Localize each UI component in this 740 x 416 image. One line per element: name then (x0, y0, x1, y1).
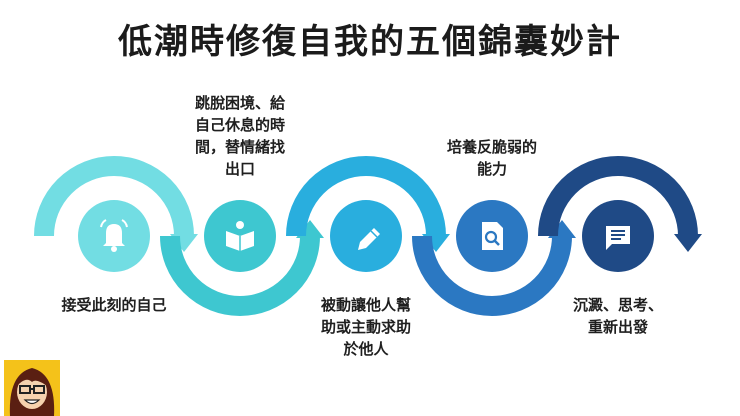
step-4-label: 培養反脆弱的 能力 (446, 138, 537, 178)
avatar-logo (4, 360, 60, 416)
step-1-label: 接受此刻的自己 (61, 296, 167, 314)
pencil-icon (358, 228, 380, 250)
step-4-arc (412, 235, 572, 316)
step-3-arc (286, 156, 446, 237)
page-title: 低潮時修復自我的五個錦囊妙計 (118, 22, 622, 62)
step-2-label: 跳脫困境、給 自己休息的時 間，替情緒找 出口 (194, 94, 285, 178)
step-5-arrowhead (674, 234, 702, 252)
step-5-arc (538, 156, 698, 237)
step-5-label: 沉澱、思考、 重新出發 (572, 296, 663, 336)
step-2-arc (160, 235, 320, 316)
step-1-arc (34, 156, 194, 237)
message-icon (606, 226, 630, 250)
document-search-icon (482, 222, 503, 250)
bell-icon (100, 219, 128, 252)
step-3-label: 被動讓他人幫 助或主動求助 於他人 (320, 296, 411, 358)
open-book-icon (226, 221, 254, 251)
